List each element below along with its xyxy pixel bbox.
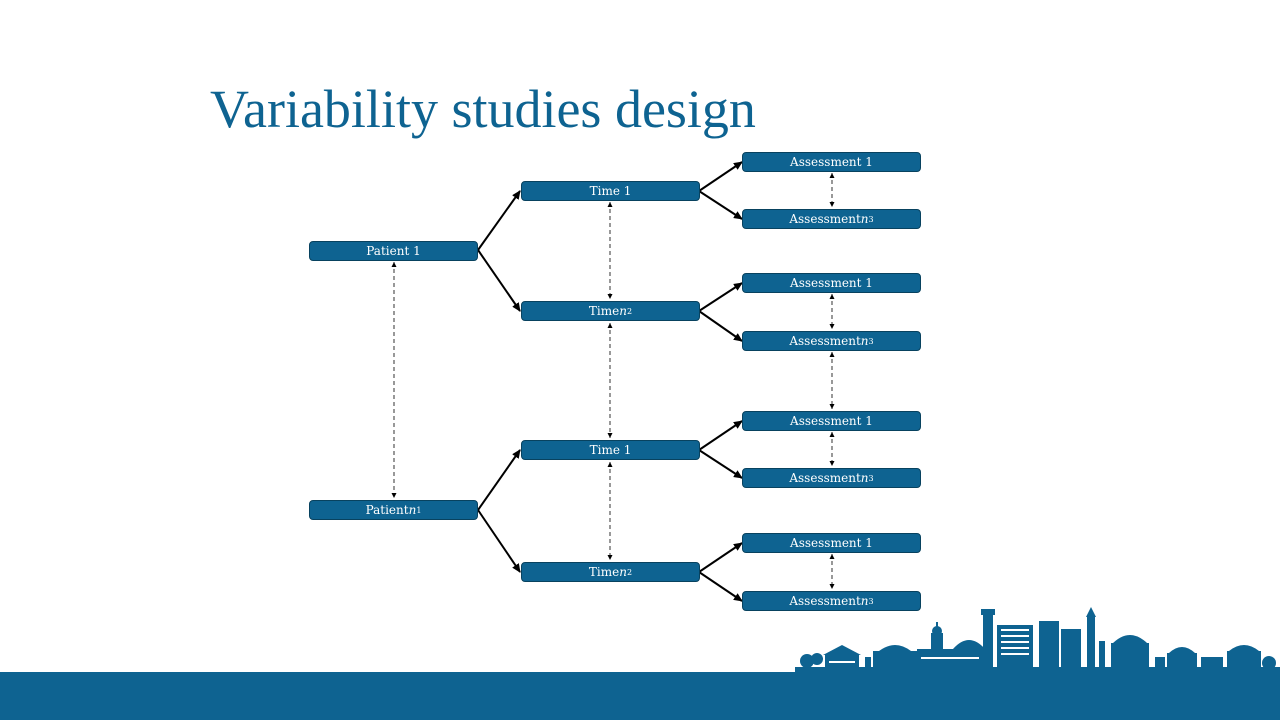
node-patient-1: Patient 1 (309, 241, 478, 261)
footer-band (0, 672, 1280, 720)
edge-t4-a1 (698, 542, 743, 573)
city-skyline-logo (795, 607, 1280, 673)
slide-title: Variability studies design (210, 79, 756, 139)
edge-patient1-timeN (477, 249, 521, 312)
edge-t2-an (698, 310, 743, 342)
node-time-1: Time 1 (521, 440, 700, 460)
edge-t2-a1 (698, 282, 743, 312)
edge-t4-an (698, 571, 743, 602)
edge-patient1-time1 (477, 190, 521, 251)
node-time-1: Time 1 (521, 181, 700, 201)
edge-t1-an (698, 190, 743, 220)
edge-patientN-time1 (477, 449, 521, 511)
edge-patientN-timeN (477, 509, 521, 573)
edge-t1-a1 (698, 161, 743, 192)
node-assessment-1: Assessment 1 (742, 533, 921, 553)
edge-t3-a1 (698, 420, 743, 451)
node-assessment-1: Assessment 1 (742, 411, 921, 431)
node-assessment-1: Assessment 1 (742, 152, 921, 172)
node-assessment-1: Assessment 1 (742, 273, 921, 293)
edge-t3-an (698, 449, 743, 479)
